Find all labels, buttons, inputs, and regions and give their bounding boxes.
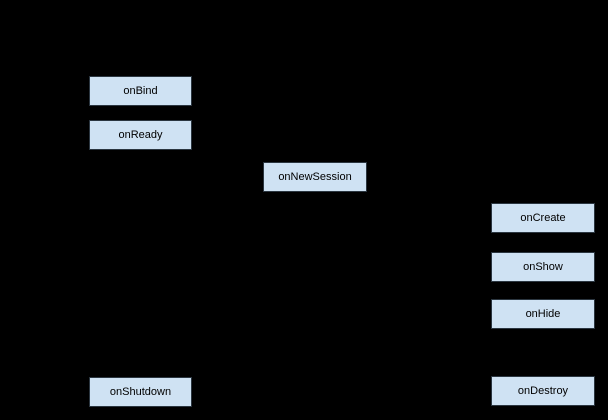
diagram-node-onShutdown: onShutdown bbox=[89, 377, 192, 407]
diagram-node-onReady: onReady bbox=[89, 120, 192, 150]
diagram-node-onShow: onShow bbox=[491, 252, 595, 282]
diagram-node-onNewSession: onNewSession bbox=[263, 162, 367, 192]
diagram-node-onBind: onBind bbox=[89, 76, 192, 106]
diagram-node-label: onCreate bbox=[520, 211, 566, 224]
diagram-node-label: onHide bbox=[525, 307, 561, 320]
diagram-node-onHide: onHide bbox=[491, 299, 595, 329]
diagram-node-onCreate: onCreate bbox=[491, 203, 595, 233]
diagram-node-label: onNewSession bbox=[278, 170, 352, 183]
diagram-node-onDestroy: onDestroy bbox=[491, 376, 595, 406]
diagram-node-label: onDestroy bbox=[517, 384, 569, 397]
diagram-node-label: onShow bbox=[523, 260, 563, 273]
diagram-node-label: onBind bbox=[123, 84, 158, 97]
diagram-node-label: onShutdown bbox=[109, 385, 172, 398]
diagram-node-label: onReady bbox=[118, 128, 163, 141]
